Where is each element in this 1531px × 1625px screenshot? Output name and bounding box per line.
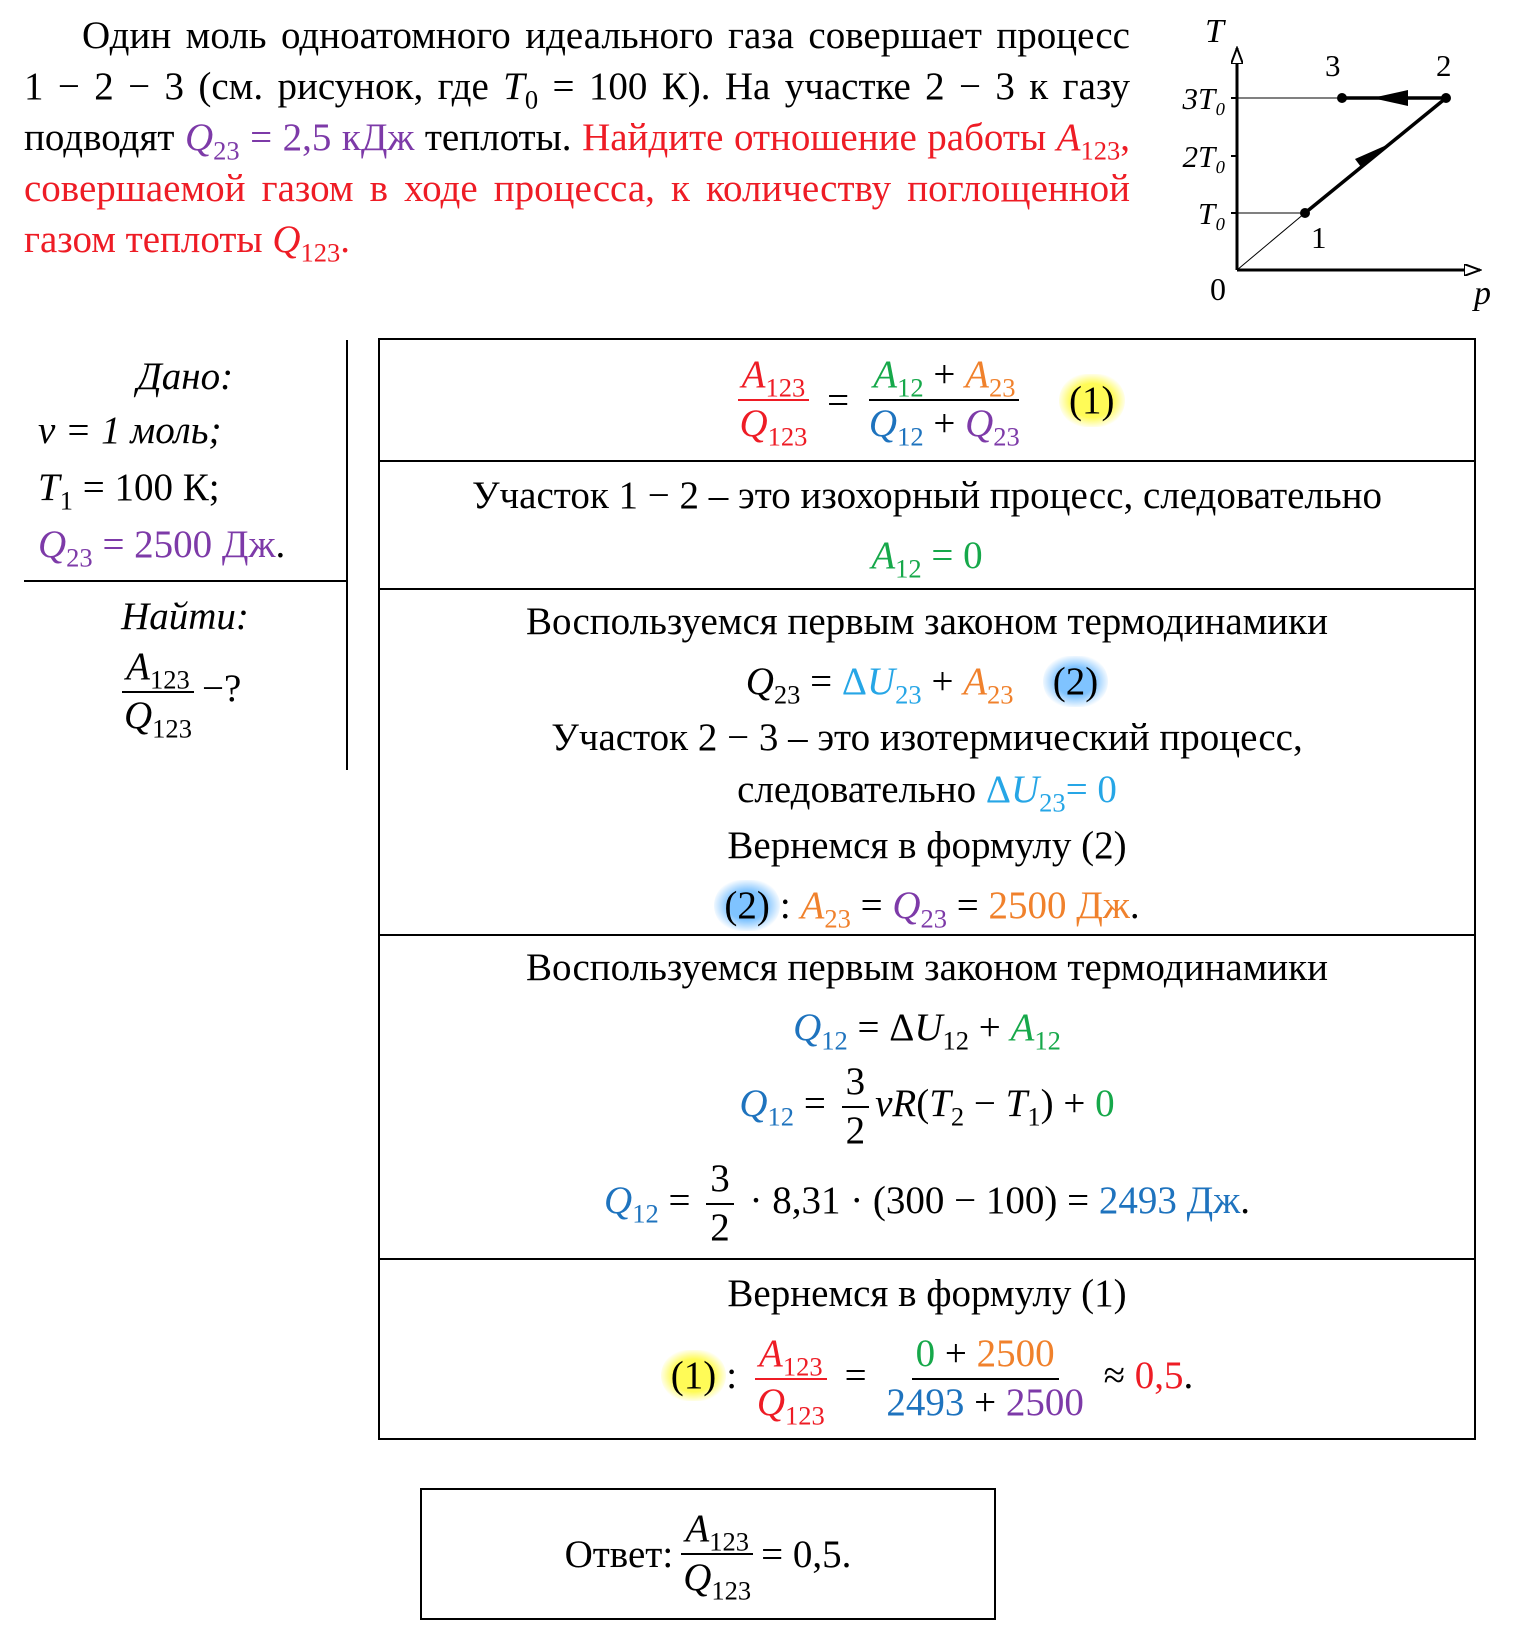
problem-text-1: Один моль одноатомного идеального газа с… — [24, 14, 1130, 108]
point-1-label: 1 — [1311, 220, 1327, 255]
answer-value: = 0,5. — [761, 1532, 852, 1576]
process-1-2 — [1303, 96, 1448, 215]
point-1 — [1300, 208, 1310, 218]
given-t1: T1 = 100 К; — [38, 466, 220, 516]
t-axis-label: T — [1205, 13, 1226, 50]
given-divider — [24, 580, 346, 582]
p-axis-label: p — [1472, 275, 1491, 312]
tick-2t0: 2T₀ — [1182, 139, 1226, 174]
given-find-block: Дано: ν = 1 моль; T1 = 100 К; Q23 = 2500… — [24, 340, 348, 770]
answer-label: Ответ: — [564, 1532, 674, 1576]
solution-step-3: Воспользуемся первым законом термодинами… — [380, 588, 1474, 934]
given-title: Дано: — [136, 355, 234, 398]
origin-label: 0 — [1210, 271, 1226, 307]
problem-text-2: = 100 К). На участке 2 − 3 к газу подвод… — [24, 65, 1130, 159]
tick-t0: T₀ — [1198, 196, 1226, 231]
equation-tag-1: (1) — [1059, 373, 1125, 427]
t-p-graph: T p 0 3T₀ 2T₀ T₀ 1 2 3 — [1181, 13, 1491, 312]
point-3-label: 3 — [1325, 48, 1341, 83]
problem-task: Найдите отношение работы A123, совершаем… — [24, 116, 1131, 268]
tick-3t0: 3T₀ — [1181, 81, 1226, 116]
point-2 — [1441, 93, 1451, 103]
given-nu: ν = 1 моль; — [38, 409, 222, 452]
problem-q23: Q23 = 2,5 кДж — [184, 116, 415, 166]
problem-text-3: теплоты. — [414, 116, 583, 159]
find-title: Найти: — [121, 595, 249, 638]
solution-step-4: Воспользуемся первым законом термодинами… — [380, 934, 1474, 1258]
point-3 — [1337, 93, 1347, 103]
solution-step-2: Участок 1 − 2 – это изохорный процесс, с… — [380, 460, 1474, 588]
given-q23: Q23 = 2500 Дж. — [38, 523, 286, 573]
equation-tag-2: (2) — [1042, 656, 1109, 707]
problem-statement: Один моль одноатомного идеального газа с… — [24, 14, 1131, 268]
point-2-label: 2 — [1436, 48, 1452, 83]
